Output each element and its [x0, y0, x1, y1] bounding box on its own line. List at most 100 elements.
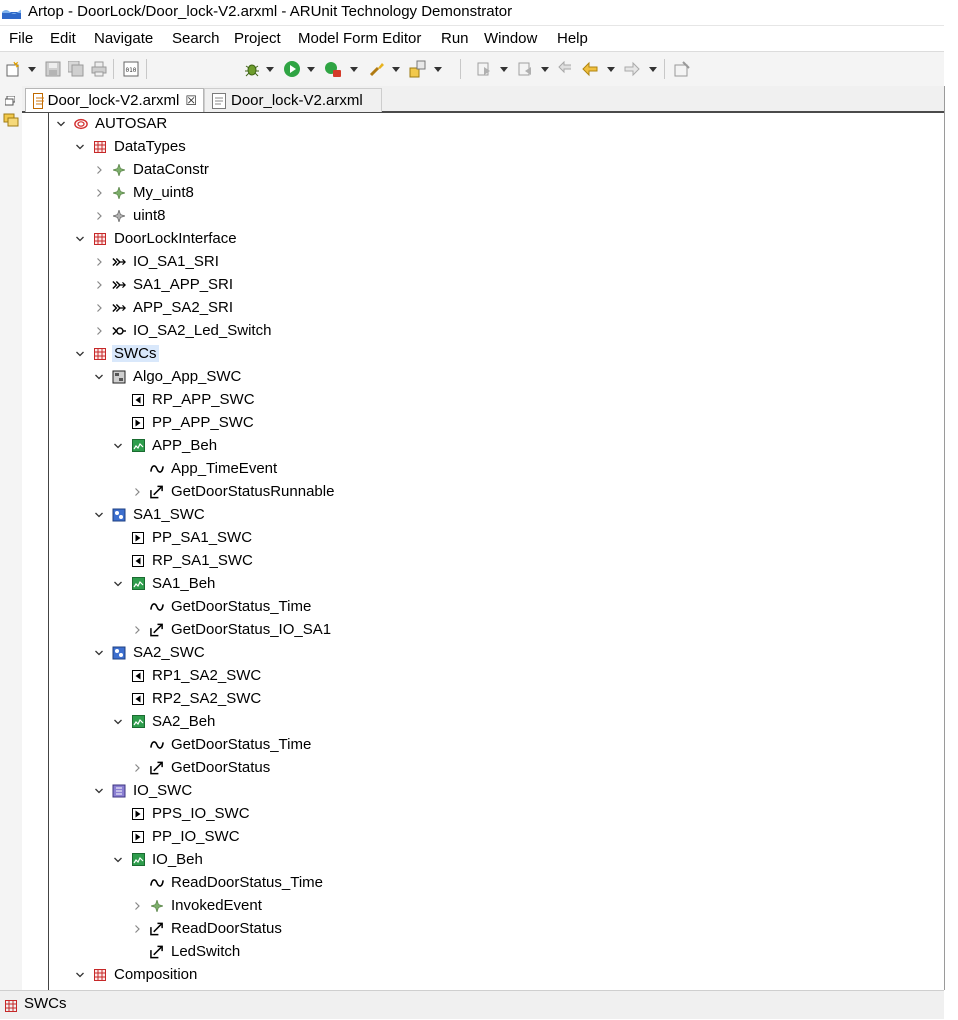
tree-item-datatypes[interactable]: DataTypes — [74, 135, 188, 158]
expand-chevron-icon[interactable] — [93, 302, 105, 314]
tree-item-rp1-sa2-swc[interactable]: RP1_SA2_SWC — [112, 664, 263, 687]
tree-item-getdoorstatus[interactable]: GetDoorStatus — [131, 756, 272, 779]
tree-item-algo-app-swc[interactable]: Algo_App_SWC — [93, 365, 243, 388]
collapse-chevron-icon[interactable] — [112, 854, 124, 866]
tab-door-lock-v2-active[interactable]: Door_lock-V2.arxml ☒ — [25, 88, 204, 112]
collapse-chevron-icon[interactable] — [55, 118, 67, 130]
expand-chevron-icon[interactable] — [131, 762, 143, 774]
tree-item-app-beh[interactable]: APP_Beh — [112, 434, 219, 457]
tree-item-sa2-swc[interactable]: SA2_SWC — [93, 641, 207, 664]
tree-item-getdoorstatusrunnable[interactable]: GetDoorStatusRunnable — [131, 480, 336, 503]
collapse-chevron-icon[interactable] — [93, 371, 105, 383]
expand-chevron-icon[interactable] — [131, 624, 143, 636]
tree-item-rp2-sa2-swc[interactable]: RP2_SA2_SWC — [112, 687, 263, 710]
tree-item-getdoorstatus-time[interactable]: GetDoorStatus_Time — [131, 733, 313, 756]
collapse-chevron-icon[interactable] — [112, 440, 124, 452]
back-icon[interactable] — [582, 60, 598, 78]
menu-window[interactable]: Window — [484, 30, 538, 47]
restore-icon[interactable] — [4, 93, 16, 111]
menu-help[interactable]: Help — [557, 30, 588, 47]
collapse-chevron-icon[interactable] — [74, 141, 86, 153]
tree-item-dataconstr[interactable]: DataConstr — [93, 158, 211, 181]
new-icon[interactable] — [5, 60, 21, 78]
save-icon[interactable] — [45, 60, 61, 78]
forward-dropdown-icon[interactable] — [649, 67, 657, 72]
binary-icon[interactable]: 010 — [123, 60, 139, 78]
new-element-dropdown-icon[interactable] — [434, 67, 442, 72]
print-icon[interactable] — [91, 60, 107, 78]
tree-item-getdoorstatus-io-sa1[interactable]: GetDoorStatus_IO_SA1 — [131, 618, 333, 641]
menu-navigate[interactable]: Navigate — [94, 30, 154, 47]
tree-item-pp-sa1-swc[interactable]: PP_SA1_SWC — [112, 526, 254, 549]
tree-item-readdoorstatus-time[interactable]: ReadDoorStatus_Time — [131, 871, 325, 894]
pin-editor-icon[interactable] — [674, 60, 690, 78]
tree-item-app-sa2-sri[interactable]: APP_SA2_SRI — [93, 296, 235, 319]
menu-run[interactable]: Run — [441, 30, 469, 47]
expand-chevron-icon[interactable] — [93, 187, 105, 199]
collapse-chevron-icon[interactable] — [93, 509, 105, 521]
run-dropdown-icon[interactable] — [307, 67, 315, 72]
back-dropdown-icon[interactable] — [607, 67, 615, 72]
tree-item-uint8[interactable]: uint8 — [93, 204, 168, 227]
tab-door-lock-v2[interactable]: Door_lock-V2.arxml — [204, 88, 382, 112]
expand-chevron-icon[interactable] — [131, 486, 143, 498]
collapse-chevron-icon[interactable] — [93, 785, 105, 797]
collapse-chevron-icon[interactable] — [112, 716, 124, 728]
tree-item-invokedevent[interactable]: InvokedEvent — [131, 894, 264, 917]
debug-dropdown-icon[interactable] — [266, 67, 274, 72]
run-stop-dropdown-icon[interactable] — [350, 67, 358, 72]
collapse-chevron-icon[interactable] — [74, 969, 86, 981]
menu-edit[interactable]: Edit — [50, 30, 76, 47]
tree-item-sa1-app-sri[interactable]: SA1_APP_SRI — [93, 273, 235, 296]
tree-item-io-beh[interactable]: IO_Beh — [112, 848, 205, 871]
menu-file[interactable]: File — [9, 30, 34, 47]
expand-chevron-icon[interactable] — [93, 279, 105, 291]
tree-item-sa1-beh[interactable]: SA1_Beh — [112, 572, 217, 595]
tree-item-app-timeevent[interactable]: App_TimeEvent — [131, 457, 279, 480]
last-edit-icon[interactable] — [558, 60, 574, 78]
tree-item-io-swc[interactable]: IO_SWC — [93, 779, 194, 802]
prev-annotation-icon[interactable] — [517, 60, 533, 78]
prev-annotation-dropdown-icon[interactable] — [541, 67, 549, 72]
tree-item-swcs[interactable]: SWCs — [74, 342, 159, 365]
next-annotation-icon[interactable] — [476, 60, 492, 78]
collapse-chevron-icon[interactable] — [112, 578, 124, 590]
tree-item-my-uint8[interactable]: My_uint8 — [93, 181, 196, 204]
tree-item-pps-io-swc[interactable]: PPS_IO_SWC — [112, 802, 252, 825]
tree-item-getdoorstatus-time[interactable]: GetDoorStatus_Time — [131, 595, 313, 618]
tree-item-sa2-beh[interactable]: SA2_Beh — [112, 710, 217, 733]
debug-icon[interactable] — [243, 60, 261, 78]
expand-chevron-icon[interactable] — [93, 256, 105, 268]
tree-item-pp-app-swc[interactable]: PP_APP_SWC — [112, 411, 256, 434]
tree-item-autosar[interactable]: AUTOSAR — [55, 113, 169, 135]
run-stop-icon[interactable] — [324, 60, 342, 78]
tree-item-rp-app-swc[interactable]: RP_APP_SWC — [112, 388, 257, 411]
external-tools-icon[interactable] — [368, 60, 386, 78]
collapse-chevron-icon[interactable] — [74, 233, 86, 245]
tree-item-readdoorstatus[interactable]: ReadDoorStatus — [131, 917, 284, 940]
save-all-icon[interactable] — [68, 60, 84, 78]
menu-search[interactable]: Search — [172, 30, 220, 47]
expand-chevron-icon[interactable] — [93, 164, 105, 176]
new-dropdown-icon[interactable] — [28, 67, 36, 72]
menu-model-form-editor[interactable]: Model Form Editor — [298, 30, 422, 47]
expand-chevron-icon[interactable] — [131, 923, 143, 935]
tree-item-composition[interactable]: Composition — [74, 963, 199, 986]
next-annotation-dropdown-icon[interactable] — [500, 67, 508, 72]
tree-item-doorlockinterface[interactable]: DoorLockInterface — [74, 227, 239, 250]
tree-item-pp-io-swc[interactable]: PP_IO_SWC — [112, 825, 242, 848]
forward-icon[interactable] — [624, 60, 640, 78]
expand-chevron-icon[interactable] — [131, 900, 143, 912]
tree-item-io-sa2-led-switch[interactable]: IO_SA2_Led_Switch — [93, 319, 273, 342]
close-tab-icon[interactable]: ☒ — [185, 92, 197, 108]
expand-chevron-icon[interactable] — [93, 325, 105, 337]
collapse-chevron-icon[interactable] — [93, 647, 105, 659]
tree-item-ledswitch[interactable]: LedSwitch — [131, 940, 242, 963]
tree-item-io-sa1-sri[interactable]: IO_SA1_SRI — [93, 250, 221, 273]
menu-project[interactable]: Project — [234, 30, 281, 47]
expand-chevron-icon[interactable] — [93, 210, 105, 222]
tree-item-rp-sa1-swc[interactable]: RP_SA1_SWC — [112, 549, 255, 572]
collapse-chevron-icon[interactable] — [74, 348, 86, 360]
new-element-icon[interactable] — [409, 60, 427, 78]
